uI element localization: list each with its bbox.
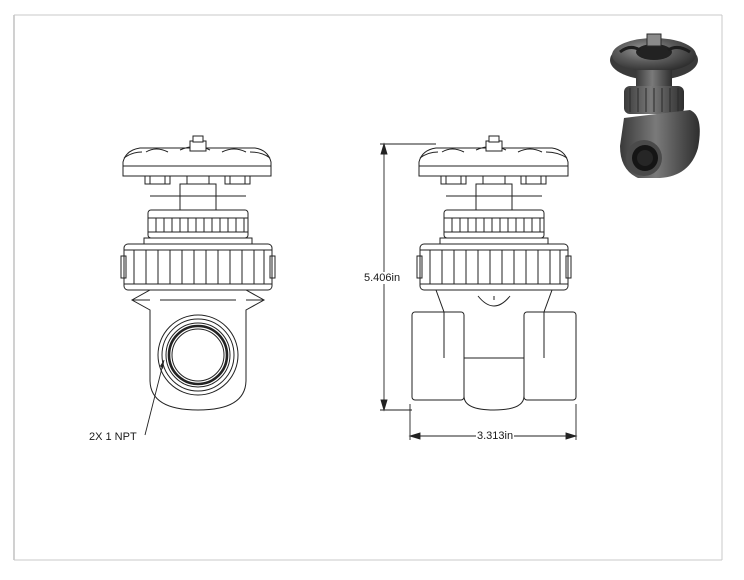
front-union-nut: [416, 243, 572, 291]
front-handwheel: [418, 135, 569, 185]
front-bonnet-ring: [439, 209, 549, 245]
front-body: [411, 289, 577, 411]
side-bonnet-ring: [143, 209, 253, 245]
height-dimension-label: 5.406in: [363, 272, 402, 284]
sheet-border: [13, 14, 723, 561]
isometric-valve-render-icon: [610, 33, 700, 178]
front-view: [411, 135, 577, 411]
npt-callout-label: 2X 1 NPT: [88, 431, 138, 443]
npt-leader: [144, 359, 165, 436]
side-port: [157, 314, 239, 396]
side-union-nut: [120, 243, 276, 291]
side-handwheel: [122, 135, 272, 185]
side-view: [120, 135, 276, 411]
width-dimension-label: 3.313in: [476, 430, 515, 442]
